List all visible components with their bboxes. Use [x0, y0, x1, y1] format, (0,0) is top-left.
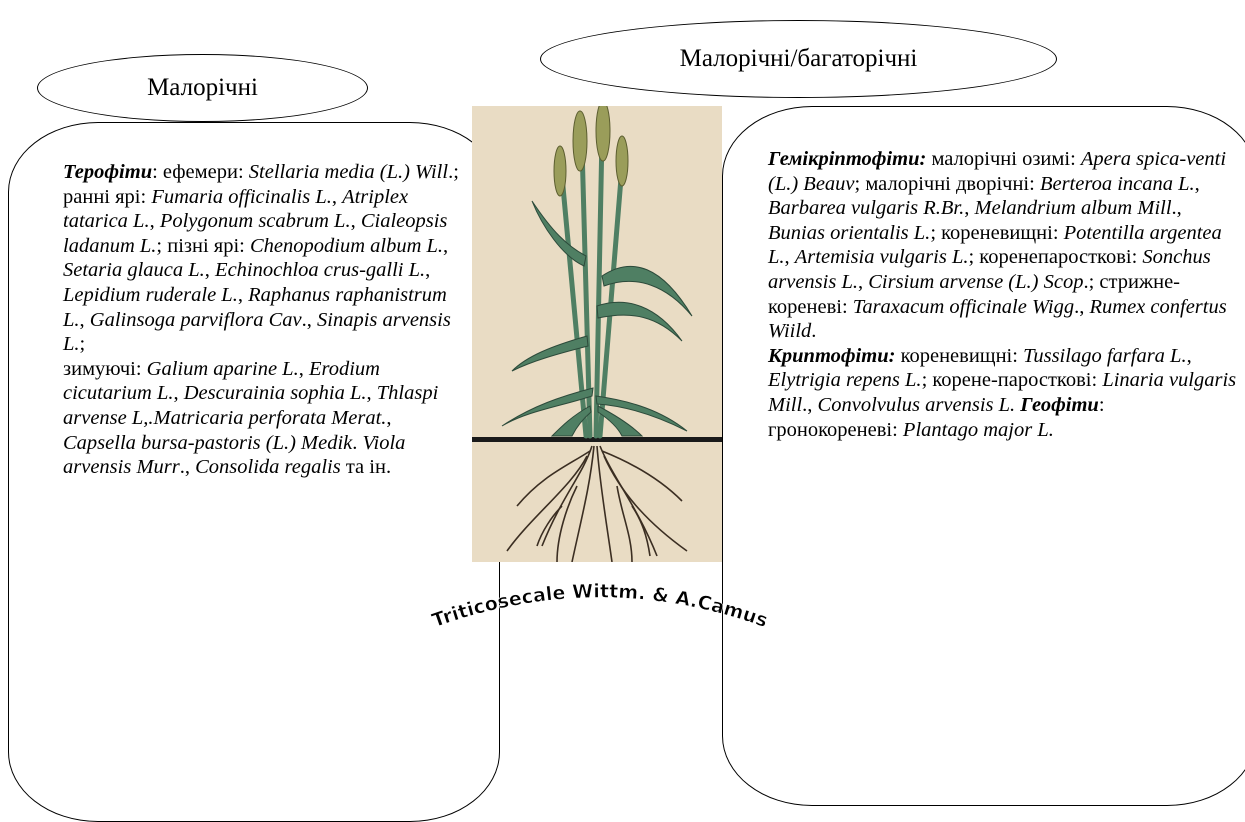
description-text: ,	[351, 210, 361, 232]
description-text: .,	[802, 394, 817, 416]
description-text: ,	[1187, 345, 1192, 367]
description-text: .	[811, 320, 816, 342]
description-text: ,	[80, 309, 90, 331]
species-name: Tussilago farfara L.	[1023, 345, 1187, 367]
description-text: ,	[785, 246, 795, 268]
plant-caption-arc: Triticosecale Wittm. & A.Camus	[400, 540, 800, 660]
category-ellipse-annual: Малорічні	[37, 54, 368, 122]
life-form-term: Гемікріптофіти:	[768, 148, 926, 170]
description-text: ,	[150, 210, 160, 232]
species-name: Taraxacum officinale Wigg	[853, 296, 1074, 318]
life-form-term: Геофіти	[1020, 394, 1099, 416]
category-label-annual-perennial: Малорічні/багаторічні	[680, 45, 918, 73]
annual-weeds-text: Терофіти: ефемери: Stellaria media (L.) …	[63, 160, 463, 480]
description-text: ; кореневищні:	[930, 222, 1063, 244]
triticale-plant-illustration	[472, 106, 722, 562]
description-text: .,	[180, 456, 195, 478]
species-name: Descurainia sophia L.	[184, 382, 367, 404]
species-name: Capsella bursa-pastoris (L.) Medik	[63, 432, 352, 454]
category-label-annual: Малорічні	[147, 74, 258, 102]
species-name: Bunias orientalis L.	[768, 222, 930, 244]
svg-text:Triticosecale Wittm. & A.Camus: Triticosecale Wittm. & A.Camus	[429, 580, 770, 632]
species-name: Echinochloa crus-galli L.	[215, 259, 425, 281]
species-name: Artemisia vulgaris L.	[795, 246, 969, 268]
description-text: ; корене-паросткові:	[922, 369, 1103, 391]
category-ellipse-annual-perennial: Малорічні/багаторічні	[540, 20, 1057, 98]
description-text: ,	[1195, 173, 1200, 195]
species-name: Plantago major L.	[903, 419, 1054, 441]
description-text: .,	[1074, 296, 1089, 318]
description-text: .	[352, 432, 362, 454]
species-name: Elytrigia repens L.	[768, 369, 922, 391]
plant-caption-text: Triticosecale Wittm. & A.Camus	[429, 580, 770, 632]
species-name: Fumaria officinalis L.	[151, 186, 332, 208]
description-text: ; коренепаросткові:	[968, 246, 1142, 268]
description-text: та ін.	[341, 456, 391, 478]
description-text: .,	[302, 309, 317, 331]
description-text: ; пізні ярі:	[156, 235, 250, 257]
description-text: ,	[332, 186, 342, 208]
description-text: кореневищні:	[895, 345, 1023, 367]
species-name: Convolvulus arvensis L.	[818, 394, 1016, 416]
species-name: Cirsium arvense (L.) Scop	[868, 271, 1083, 293]
description-text: ,	[386, 407, 391, 429]
life-form-term: Криптофіти:	[768, 345, 895, 367]
species-name: Stellaria media (L.) Will	[249, 161, 448, 183]
species-name: Galinsoga parviflora Cav	[90, 309, 302, 331]
description-text: ,	[205, 259, 215, 281]
description-text: ,	[425, 259, 430, 281]
species-name: Galium aparine L.	[147, 358, 299, 380]
species-name: Berteroa incana L.	[1040, 173, 1195, 195]
description-text: ,	[238, 284, 248, 306]
species-name: Barbarea vulgaris R.Br.	[768, 197, 964, 219]
perennial-weeds-text: Гемікріптофіти: малорічні озимі: Apera s…	[768, 147, 1238, 442]
species-name: Polygonum scabrum L.	[160, 210, 351, 232]
description-text: малорічні озимі:	[926, 148, 1081, 170]
species-name: Lepidium ruderale L.	[63, 284, 238, 306]
life-form-term: Терофіти	[63, 161, 152, 183]
description-text: ,	[858, 271, 868, 293]
species-name: Chenopodium album L.	[250, 235, 443, 257]
description-text: .,	[1172, 197, 1182, 219]
description-text: ,	[173, 382, 183, 404]
description-text: : ефемери:	[152, 161, 249, 183]
species-name: Consolida regalis	[195, 456, 341, 478]
description-text: ,	[367, 382, 377, 404]
species-name: Setaria glauca L.	[63, 259, 205, 281]
species-name: Melandrium album Mill	[975, 197, 1172, 219]
description-text: ; малорічні дворічні:	[855, 173, 1040, 195]
description-text: ,	[299, 358, 309, 380]
description-text: ,	[443, 235, 448, 257]
description-text: ,	[964, 197, 974, 219]
